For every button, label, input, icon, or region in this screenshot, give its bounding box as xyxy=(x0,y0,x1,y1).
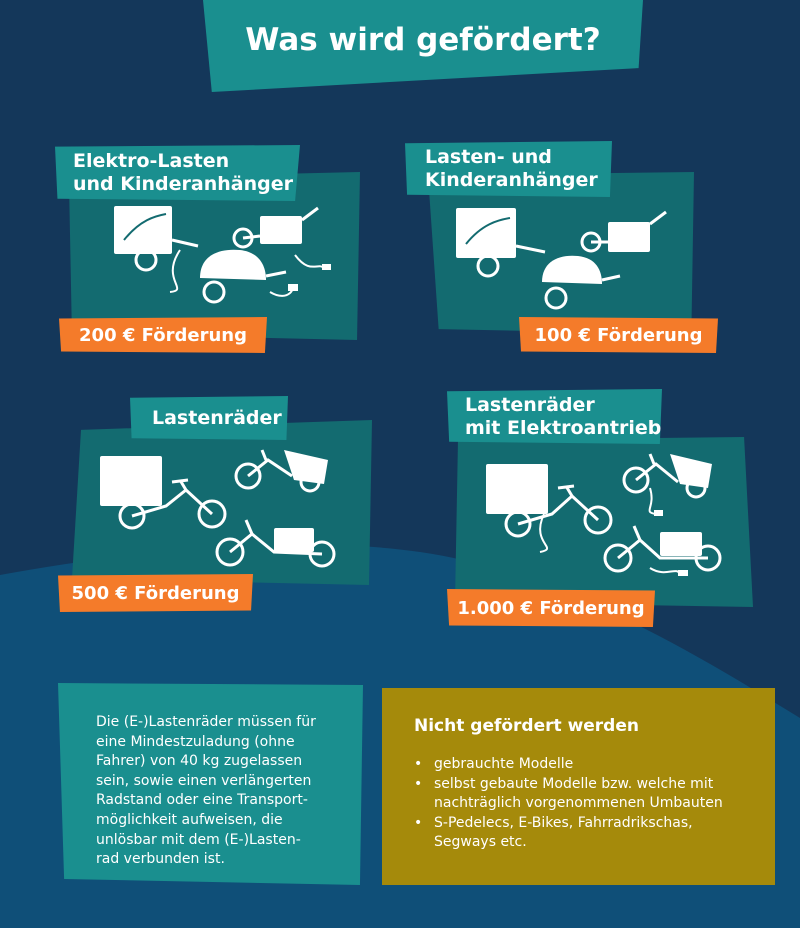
child-trailer-icon xyxy=(542,255,621,310)
subsidy-badge-1000: 1.000 € Förderung xyxy=(447,589,655,627)
not-funded-list: gebrauchte Modelle selbst gebaute Modell… xyxy=(412,755,762,853)
power-plug-icon xyxy=(169,249,331,297)
trailers-illustration xyxy=(456,208,667,310)
front-box-bike-icon xyxy=(622,453,712,499)
list-item: selbst gebaute Modelle bzw. welche mit n… xyxy=(412,775,762,814)
card-title-electric-cargo-bikes: Lastenräder mit Elektroantrieb xyxy=(447,389,662,444)
cargo-bikes-illustration xyxy=(100,449,336,568)
card-title-trailers: Lasten- und Kinderanhänger xyxy=(405,141,612,197)
long-john-bike-icon xyxy=(215,519,336,568)
card-title-cargo-bikes: Lastenräder xyxy=(130,396,288,440)
cargo-trailer-icon xyxy=(114,206,199,272)
power-plug-icon xyxy=(539,487,688,576)
cargo-bike-icon xyxy=(486,464,613,538)
page-title: Was wird gefördert? xyxy=(245,22,601,58)
cargo-trailer-icon xyxy=(456,208,546,278)
subsidy-badge-100: 100 € Förderung xyxy=(519,317,718,353)
not-funded-title: Nicht gefördert werden xyxy=(414,716,639,736)
front-box-bike-icon xyxy=(234,449,328,493)
subsidy-badge-200: 200 € Förderung xyxy=(59,317,267,353)
electric-trailers-illustration xyxy=(114,206,331,304)
long-john-bike-icon xyxy=(603,525,722,573)
child-trailer-icon xyxy=(200,249,287,304)
list-item: S-Pedelecs, E-Bikes, Fahrradrikschas, Se… xyxy=(412,814,762,853)
cargo-bike-icon xyxy=(100,456,227,530)
subsidy-badge-500: 500 € Förderung xyxy=(58,574,253,612)
card-title-electric-trailers: Elektro-Lasten und Kinderanhänger xyxy=(55,145,300,201)
requirements-text: Die (E-)Lastenräder müssen für eine Mind… xyxy=(96,714,316,868)
requirements-box xyxy=(58,683,363,885)
bike-trailer-icon xyxy=(232,206,319,249)
list-item: gebrauchte Modelle xyxy=(412,755,762,775)
bike-trailer-icon xyxy=(580,210,667,253)
electric-cargo-bikes-illustration xyxy=(486,453,722,576)
